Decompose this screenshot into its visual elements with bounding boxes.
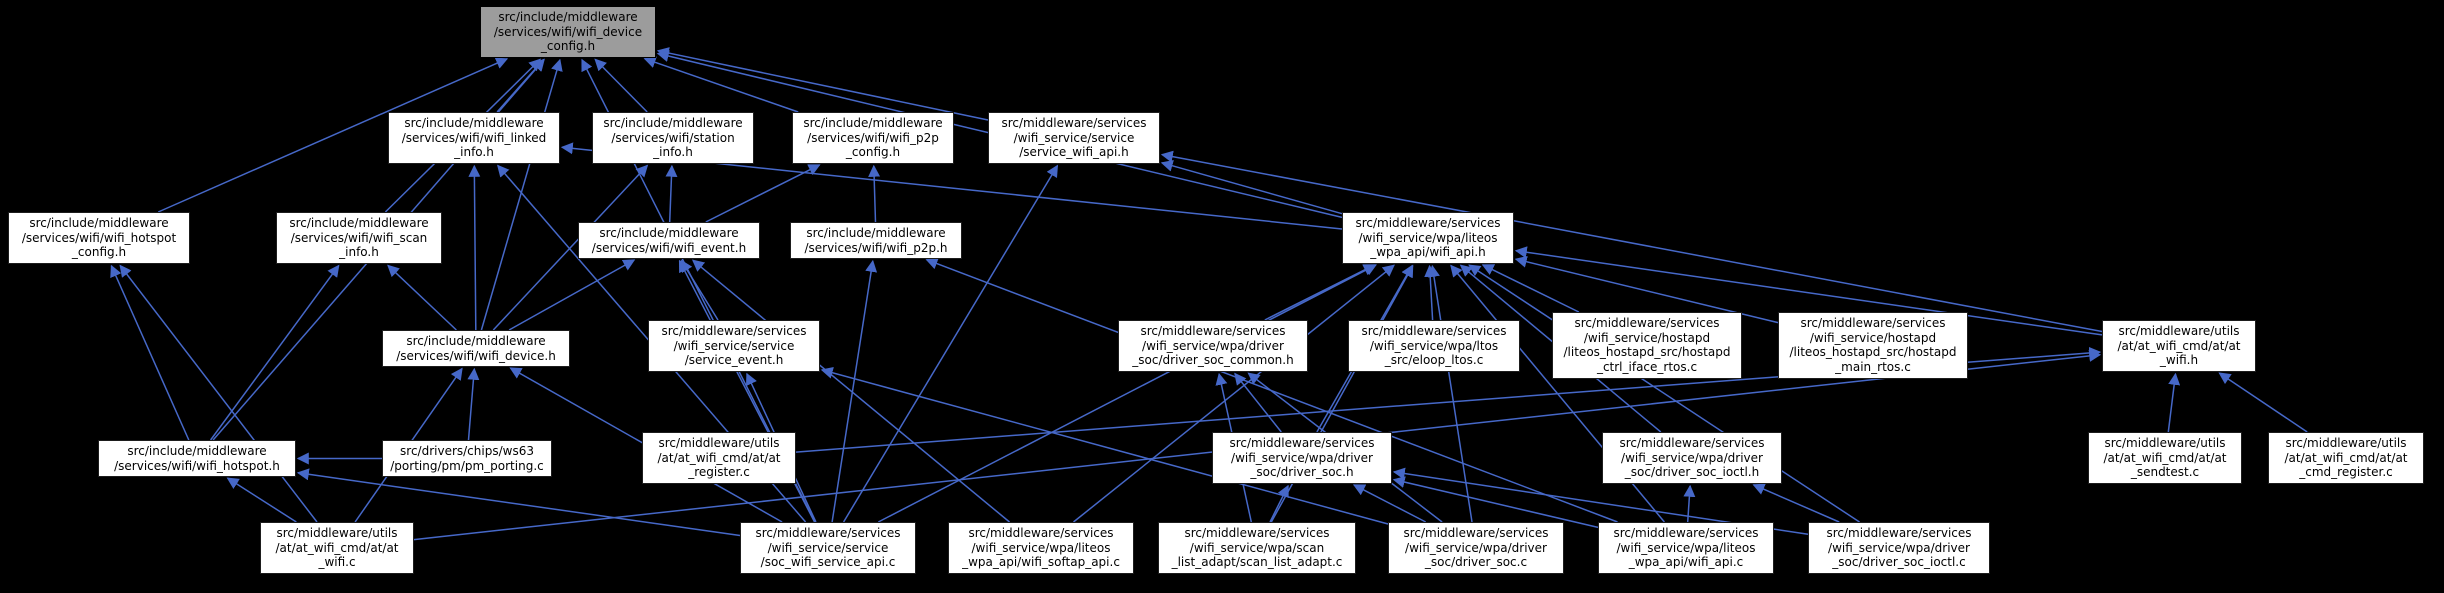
graph-node-pm-porting-c[interactable]: src/drivers/chips/ws63 /porting/pm/pm_po…	[382, 440, 552, 478]
graph-node-wifi-scan-info-h[interactable]: src/include/middleware /services/wifi/wi…	[276, 212, 442, 264]
graph-node-wifi-device-config-h[interactable]: src/include/middleware /services/wifi/wi…	[480, 6, 656, 58]
graph-node-at-wifi-h[interactable]: src/middleware/utils /at/at_wifi_cmd/at/…	[2102, 320, 2256, 372]
graph-node-at-sendtest-c[interactable]: src/middleware/utils /at/at_wifi_cmd/at/…	[2088, 432, 2242, 484]
graph-node-service-event-h[interactable]: src/middleware/services /wifi_service/se…	[648, 320, 820, 372]
graph-node-hostapd-ctrl-iface-rtos-c[interactable]: src/middleware/services /wifi_service/ho…	[1552, 312, 1742, 379]
graph-node-at-cmd-register-c[interactable]: src/middleware/utils /at/at_wifi_cmd/at/…	[2268, 432, 2424, 484]
graph-node-wifi-device-h[interactable]: src/include/middleware /services/wifi/wi…	[382, 330, 570, 368]
graph-node-soc-wifi-service-api-c[interactable]: src/middleware/services /wifi_service/se…	[740, 522, 916, 574]
graph-node-driver-soc-ioctl-h[interactable]: src/middleware/services /wifi_service/wp…	[1602, 432, 1782, 484]
graph-node-wifi-hotspot-h[interactable]: src/include/middleware /services/wifi/wi…	[98, 440, 296, 478]
graph-node-at-wifi-c[interactable]: src/middleware/utils /at/at_wifi_cmd/at/…	[260, 522, 414, 574]
graph-node-wifi-p2p-config-h[interactable]: src/include/middleware /services/wifi/wi…	[792, 112, 954, 164]
graph-node-at-register-c[interactable]: src/middleware/utils /at/at_wifi_cmd/at/…	[642, 432, 796, 484]
graph-node-hostapd-main-rtos-c[interactable]: src/middleware/services /wifi_service/ho…	[1778, 312, 1968, 379]
graph-node-eloop-ltos-c[interactable]: src/middleware/services /wifi_service/wp…	[1348, 320, 1520, 372]
graph-node-wifi-api-c[interactable]: src/middleware/services /wifi_service/wp…	[1598, 522, 1774, 574]
graph-node-station-info-h[interactable]: src/include/middleware /services/wifi/st…	[592, 112, 754, 164]
graph-node-wifi-hotspot-config-h[interactable]: src/include/middleware /services/wifi/wi…	[8, 212, 190, 264]
graph-node-wifi-p2p-h[interactable]: src/include/middleware /services/wifi/wi…	[790, 222, 962, 260]
graph-node-wifi-softap-api-c[interactable]: src/middleware/services /wifi_service/wp…	[948, 522, 1134, 574]
graph-node-service-wifi-api-h[interactable]: src/middleware/services /wifi_service/se…	[988, 112, 1160, 164]
graph-node-liteos-wpa-wifi-api-h[interactable]: src/middleware/services /wifi_service/wp…	[1342, 212, 1514, 264]
graph-node-driver-soc-c[interactable]: src/middleware/services /wifi_service/wp…	[1388, 522, 1564, 574]
graph-node-wifi-event-h[interactable]: src/include/middleware /services/wifi/wi…	[578, 222, 760, 260]
graph-node-wifi-linked-info-h[interactable]: src/include/middleware /services/wifi/wi…	[388, 112, 560, 164]
graph-node-driver-soc-h[interactable]: src/middleware/services /wifi_service/wp…	[1212, 432, 1392, 484]
graph-node-driver-soc-common-h[interactable]: src/middleware/services /wifi_service/wp…	[1118, 320, 1308, 372]
graph-node-scan-list-adapt-c[interactable]: src/middleware/services /wifi_service/wp…	[1158, 522, 1356, 574]
graph-node-driver-soc-ioctl-c[interactable]: src/middleware/services /wifi_service/wp…	[1808, 522, 1990, 574]
